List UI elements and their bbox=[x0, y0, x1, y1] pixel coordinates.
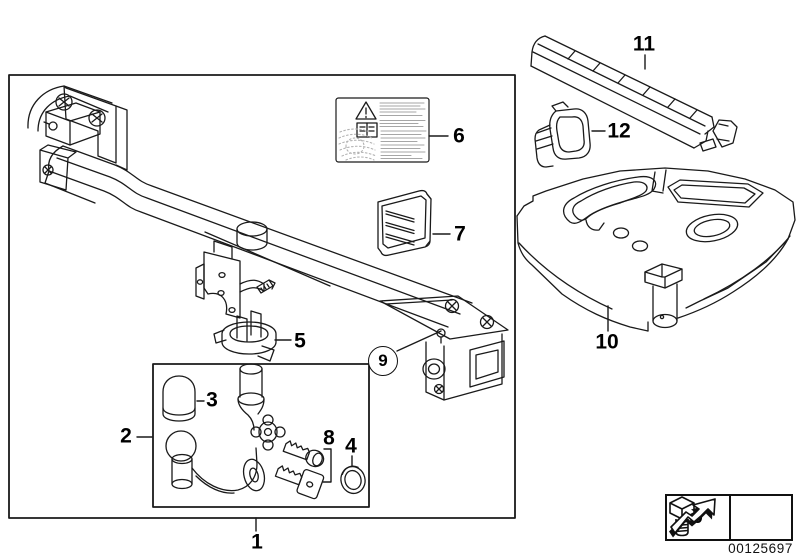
support-bracket-drawing bbox=[195, 240, 276, 319]
callout-9-circle[interactable]: 9 bbox=[368, 346, 398, 376]
warning-triangle-icon bbox=[355, 101, 377, 120]
callout-label-1[interactable]: 1 bbox=[251, 530, 263, 554]
document-number: 00125697 bbox=[728, 541, 793, 556]
callout-label-9: 9 bbox=[378, 351, 388, 370]
tow-ball-arm-drawing bbox=[165, 363, 286, 494]
left-mounting-bracket-drawing bbox=[27, 85, 128, 191]
warning-label-drawing bbox=[335, 97, 430, 163]
lock-cover-plug-drawing bbox=[340, 465, 366, 495]
legend-arrow-cell bbox=[669, 496, 791, 539]
callout-label-10[interactable]: 10 bbox=[595, 330, 619, 354]
ball-cover-cap-drawing bbox=[162, 375, 196, 422]
callout-label-12[interactable]: 12 bbox=[607, 119, 631, 143]
callout-label-8[interactable]: 8 bbox=[323, 426, 335, 450]
direction-of-travel-arrow-icon bbox=[669, 498, 716, 538]
lock-keys-drawing bbox=[274, 440, 325, 500]
detachable-ball-group-box bbox=[152, 363, 370, 508]
callout-label-5[interactable]: 5 bbox=[294, 329, 306, 353]
ball-collar-drawing bbox=[213, 310, 277, 362]
legend-box: 9 bbox=[665, 494, 793, 541]
main-frame-box bbox=[8, 74, 516, 519]
sill-trim-rail-drawing bbox=[530, 35, 738, 152]
callout-label-6[interactable]: 6 bbox=[453, 124, 465, 148]
foam-storage-tray-drawing bbox=[516, 167, 796, 332]
callout-label-11[interactable]: 11 bbox=[632, 32, 656, 56]
buffer-block-drawing bbox=[534, 101, 591, 168]
cover-plate-drawing bbox=[377, 189, 432, 257]
callout-label-3[interactable]: 3 bbox=[206, 388, 218, 412]
callout-label-7[interactable]: 7 bbox=[454, 222, 466, 246]
leader-lines bbox=[136, 54, 646, 532]
callout-label-4[interactable]: 4 bbox=[345, 434, 357, 458]
hitch-receiver-drawing bbox=[379, 295, 509, 401]
callout-label-2[interactable]: 2 bbox=[120, 424, 132, 448]
